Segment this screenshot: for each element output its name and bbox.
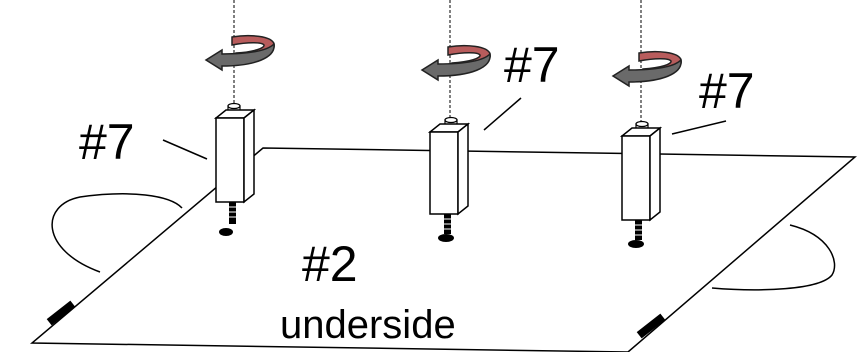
threaded-foot-icon (219, 202, 236, 236)
leader-line-left (162, 139, 208, 160)
right-cable-loop (711, 224, 836, 291)
standoff-left (204, 0, 275, 236)
standoff-middle (420, 0, 491, 242)
part-label-middle: #7 (504, 37, 560, 93)
part-label-right: #7 (699, 63, 755, 119)
counterclockwise-rotation-arrow-icon (611, 50, 682, 88)
panel-label: #2 (302, 236, 358, 292)
left-cable-loop (51, 193, 183, 273)
standoff-right (611, 0, 682, 248)
threaded-foot-icon (628, 220, 644, 248)
counterclockwise-rotation-arrow-icon (204, 34, 275, 72)
threaded-foot-icon (438, 214, 454, 242)
left-edge-tab (46, 300, 76, 326)
leader-line-middle (483, 97, 522, 131)
leader-line-right (671, 120, 727, 135)
counterclockwise-rotation-arrow-icon (420, 44, 491, 82)
panel-sublabel: underside (280, 303, 456, 347)
right-edge-tab (636, 313, 666, 339)
part-label-left: #7 (79, 114, 135, 170)
